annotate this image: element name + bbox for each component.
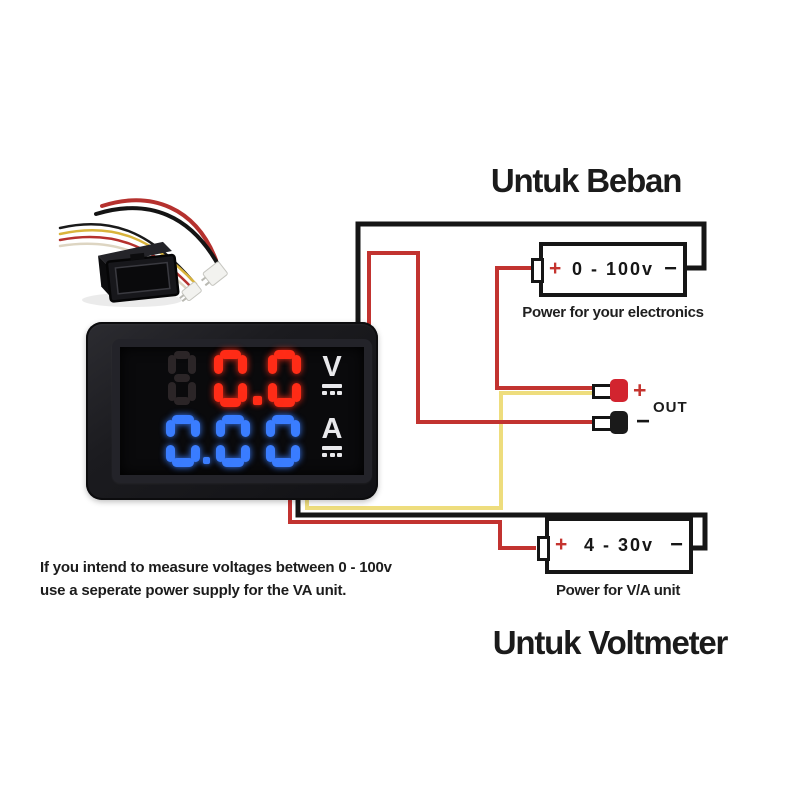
va-power-supply-box: + 4 - 30v − [537,517,693,574]
dc-symbol-dashed-bar [322,453,342,457]
seven-seg-segment [292,382,301,403]
seven-seg-segment [216,419,225,437]
seven-seg-decimal-point [253,396,262,405]
harness-thin-yellow-wire [58,228,198,286]
volt-unit-symbol: V [318,352,346,395]
seven-seg-segment [168,381,176,401]
seven-seg-segment [172,415,194,424]
seven-seg-segment [166,419,175,437]
out-minus-sign: − [636,408,651,435]
battery-plus-sign: + [555,532,568,556]
seven-seg-segment [173,397,191,405]
harness-thick-red-wire [100,198,218,262]
seven-seg-segment [172,458,194,467]
title-untuk-voltmeter: Untuk Voltmeter [492,624,729,661]
seven-seg-segment [238,382,247,403]
wire-yellow-voltage-sense [305,391,592,510]
seven-seg-segment [274,350,295,359]
seven-seg-segment [173,374,191,382]
seven-seg-segment [268,382,277,403]
out-label: OUT [653,399,688,416]
seven-seg-decimal-point [203,457,210,464]
product-photo-voltmeter-module [58,198,228,307]
seven-seg-segment [291,419,300,437]
seven-seg-segment [166,445,175,463]
va-battery-caption: Power for V/A unit [555,582,681,599]
seven-seg-segment [188,381,196,401]
seven-seg-segment [241,419,250,437]
seven-seg-segment [220,350,241,359]
volt-unit-letter: V [322,351,342,383]
battery-minus-sign: − [664,254,677,280]
wire-red-meter-to-va-battery [288,492,536,550]
note-line-1: If you intend to measure voltages betwee… [40,559,392,576]
seven-seg-segment [168,355,176,375]
note-text: If you intend to measure voltages betwee… [40,556,392,602]
out-negative-terminal-cap [610,411,628,434]
battery-voltage-label: 0 - 100v [571,259,655,279]
seven-seg-segment [272,458,294,467]
seven-seg-segment [188,355,196,375]
seven-seg-segment [191,419,200,437]
title-untuk-beban: Untuk Beban [490,162,683,199]
battery-positive-tab [531,258,544,283]
seven-seg-segment [241,445,250,463]
load-power-supply-box: + 0 - 100v − [531,242,687,297]
seven-seg-segment [266,445,275,463]
seven-seg-segment [274,398,295,407]
seven-seg-segment [238,354,247,375]
seven-seg-segment [222,415,244,424]
out-positive-terminal-cap [610,379,628,402]
seven-seg-segment [214,354,223,375]
wire-black-meter-to-load-battery [355,221,707,334]
seven-seg-segment [216,445,225,463]
battery-minus-sign: − [670,530,683,556]
dc-symbol-dashed-bar [322,391,342,395]
seven-seg-segment [220,398,241,407]
seven-seg-segment [291,445,300,463]
jst-connector-2 [179,281,202,303]
seven-seg-segment [222,458,244,467]
wire-red-load-battery-to-out-pos [495,266,592,390]
dc-symbol-solid-bar [322,446,342,450]
seven-seg-segment [266,419,275,437]
battery-voltage-label: 4 - 30v [583,535,655,555]
amp-unit-symbol: A [318,414,346,457]
seven-seg-segment [272,415,294,424]
seven-seg-segment [173,351,191,359]
seven-seg-segment [214,382,223,403]
seven-seg-segment [268,354,277,375]
wire-red-meter-to-out-negative [367,251,592,424]
note-line-2: use a seperate power supply for the VA u… [40,582,347,599]
load-battery-caption: Power for your electronics [522,304,704,321]
panel-meter: V A [86,322,378,500]
battery-plus-sign: + [549,256,562,280]
wire-black-meter-to-va-battery [295,492,708,551]
battery-positive-tab [537,536,550,561]
jst-connector-1 [200,261,228,287]
seven-seg-segment [191,445,200,463]
module-body [98,241,180,303]
harness-thick-black-wire [94,206,223,272]
seven-seg-segment [292,354,301,375]
dc-symbol-solid-bar [322,384,342,388]
out-plus-sign: + [633,377,647,403]
amp-unit-letter: A [321,413,343,445]
